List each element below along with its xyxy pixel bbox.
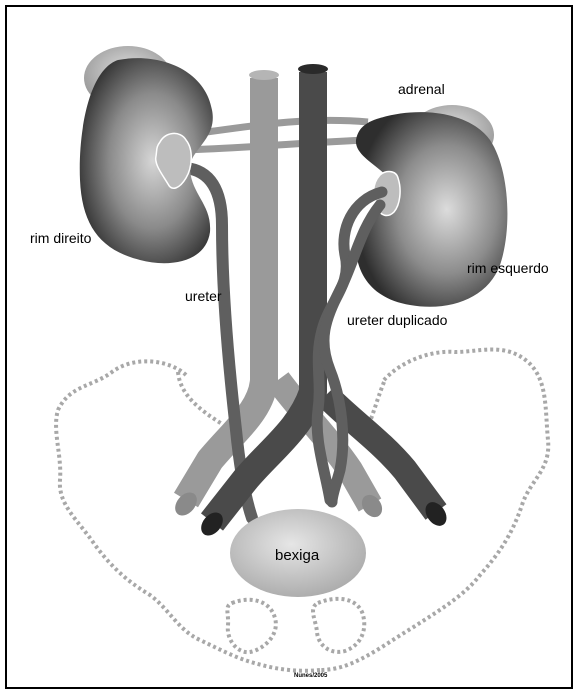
label-ureter-duplicado: ureter duplicado [347, 312, 448, 328]
label-adrenal: adrenal [398, 81, 445, 97]
label-rim-direito: rim direito [30, 230, 92, 246]
label-bexiga: bexiga [275, 547, 320, 564]
label-rim-esquerdo: rim esquerdo [467, 260, 549, 276]
credit-text: Nunes/2005 [294, 673, 328, 679]
label-ureter: ureter [185, 288, 222, 304]
